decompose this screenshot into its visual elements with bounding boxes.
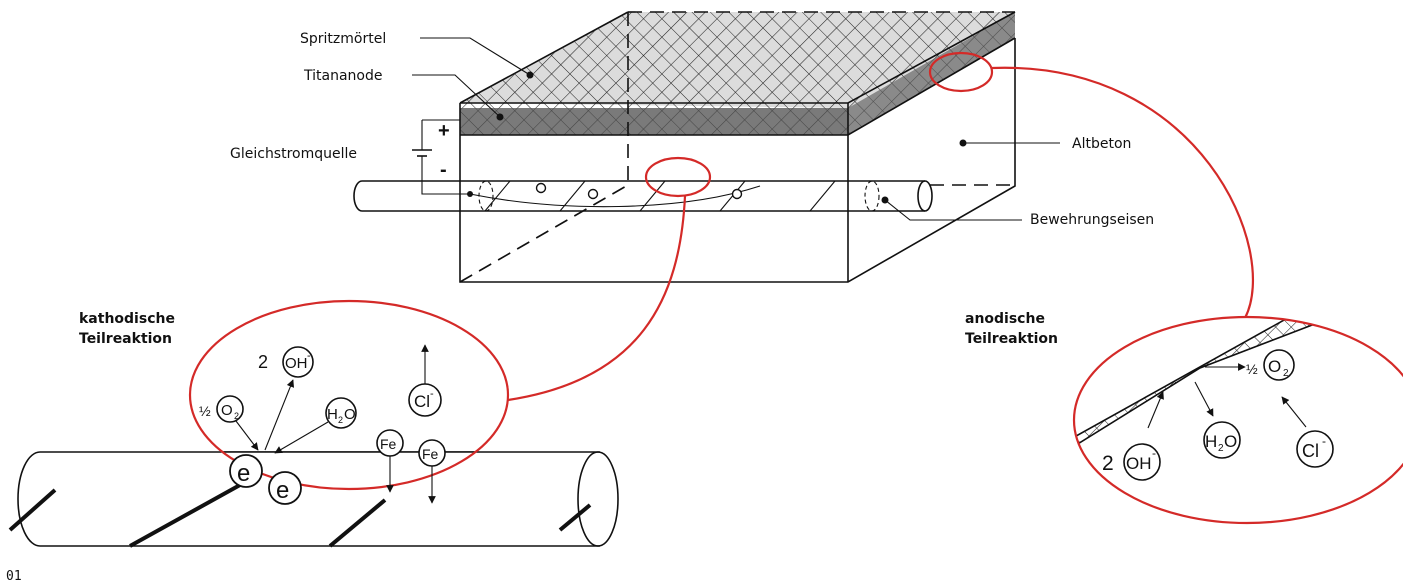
cl-symbol: Cl xyxy=(1302,441,1319,461)
label-gleichstromquelle: Gleichstromquelle xyxy=(230,146,357,162)
h2o-o: O xyxy=(344,406,356,423)
anodic-zoom: anodische Teilreaktion ½ O 2 2 OH - H 2 … xyxy=(965,311,1403,525)
label-bewehrungseisen: Bewehrungseisen xyxy=(1030,212,1154,228)
electron-symbol: e xyxy=(237,460,250,487)
highlight-cathode xyxy=(644,156,712,198)
minus-sign: - xyxy=(440,159,447,181)
half-fraction: ½ xyxy=(199,403,211,419)
anodic-title-1: anodische xyxy=(965,311,1045,327)
h2o-subscript: 2 xyxy=(338,415,343,425)
anode-band-side-mesh xyxy=(848,12,1015,135)
o2-subscript: 2 xyxy=(1283,368,1289,379)
coefficient-two: 2 xyxy=(258,352,268,372)
oh-symbol: OH xyxy=(1126,454,1152,473)
label-altbeton: Altbeton xyxy=(1072,136,1131,152)
highlight-anode xyxy=(928,51,994,93)
h2o-o: O xyxy=(1224,432,1237,451)
oh-superscript: - xyxy=(307,350,311,362)
plus-sign: + xyxy=(438,120,450,142)
dc-power-source: + - xyxy=(412,119,470,195)
electron-symbol: e xyxy=(276,477,289,504)
label-spritzmoertel: Spritzmörtel xyxy=(300,31,386,47)
anodic-title-2: Teilreaktion xyxy=(965,331,1058,347)
h2o-h: H xyxy=(327,406,338,423)
o2-symbol: O xyxy=(221,402,233,419)
oh-symbol: OH xyxy=(285,355,308,372)
cl-superscript: - xyxy=(1322,434,1326,448)
electron-dot xyxy=(587,188,599,200)
electron xyxy=(268,471,302,505)
o2-molecule xyxy=(216,395,244,423)
oh-ion xyxy=(1123,443,1161,481)
h2o-molecule xyxy=(1203,421,1241,459)
cl-symbol: Cl xyxy=(414,392,430,411)
figure-number: 01 xyxy=(6,569,22,584)
anode-band-front-mesh xyxy=(460,108,848,135)
cathodic-zoom: kathodische Teilreaktion ½ O 2 2 OH - H … xyxy=(8,299,619,548)
fe-symbol: Fe xyxy=(422,446,439,462)
rebar xyxy=(353,180,933,212)
oh-superscript: - xyxy=(1152,446,1156,460)
o2-subscript: 2 xyxy=(234,411,239,421)
h2o-h: H xyxy=(1205,432,1217,451)
oh-ion xyxy=(282,346,314,378)
cathodic-title-2: Teilreaktion xyxy=(79,331,172,347)
concrete-block xyxy=(459,11,1016,283)
electron-dot xyxy=(535,182,547,194)
cl-superscript: - xyxy=(430,388,434,400)
cl-ion xyxy=(1296,430,1334,468)
cathodic-title-1: kathodische xyxy=(79,311,175,327)
o2-symbol: O xyxy=(1268,357,1281,376)
h2o-subscript: 2 xyxy=(1218,443,1224,454)
fe-symbol: Fe xyxy=(380,436,397,452)
electron xyxy=(229,454,263,488)
label-titananode: Titananode xyxy=(303,68,382,84)
h2o-molecule xyxy=(325,397,357,429)
coefficient-two: 2 xyxy=(1102,452,1114,475)
half-fraction: ½ xyxy=(1246,361,1258,377)
o2-molecule xyxy=(1263,349,1295,381)
electron-dot xyxy=(731,188,743,200)
